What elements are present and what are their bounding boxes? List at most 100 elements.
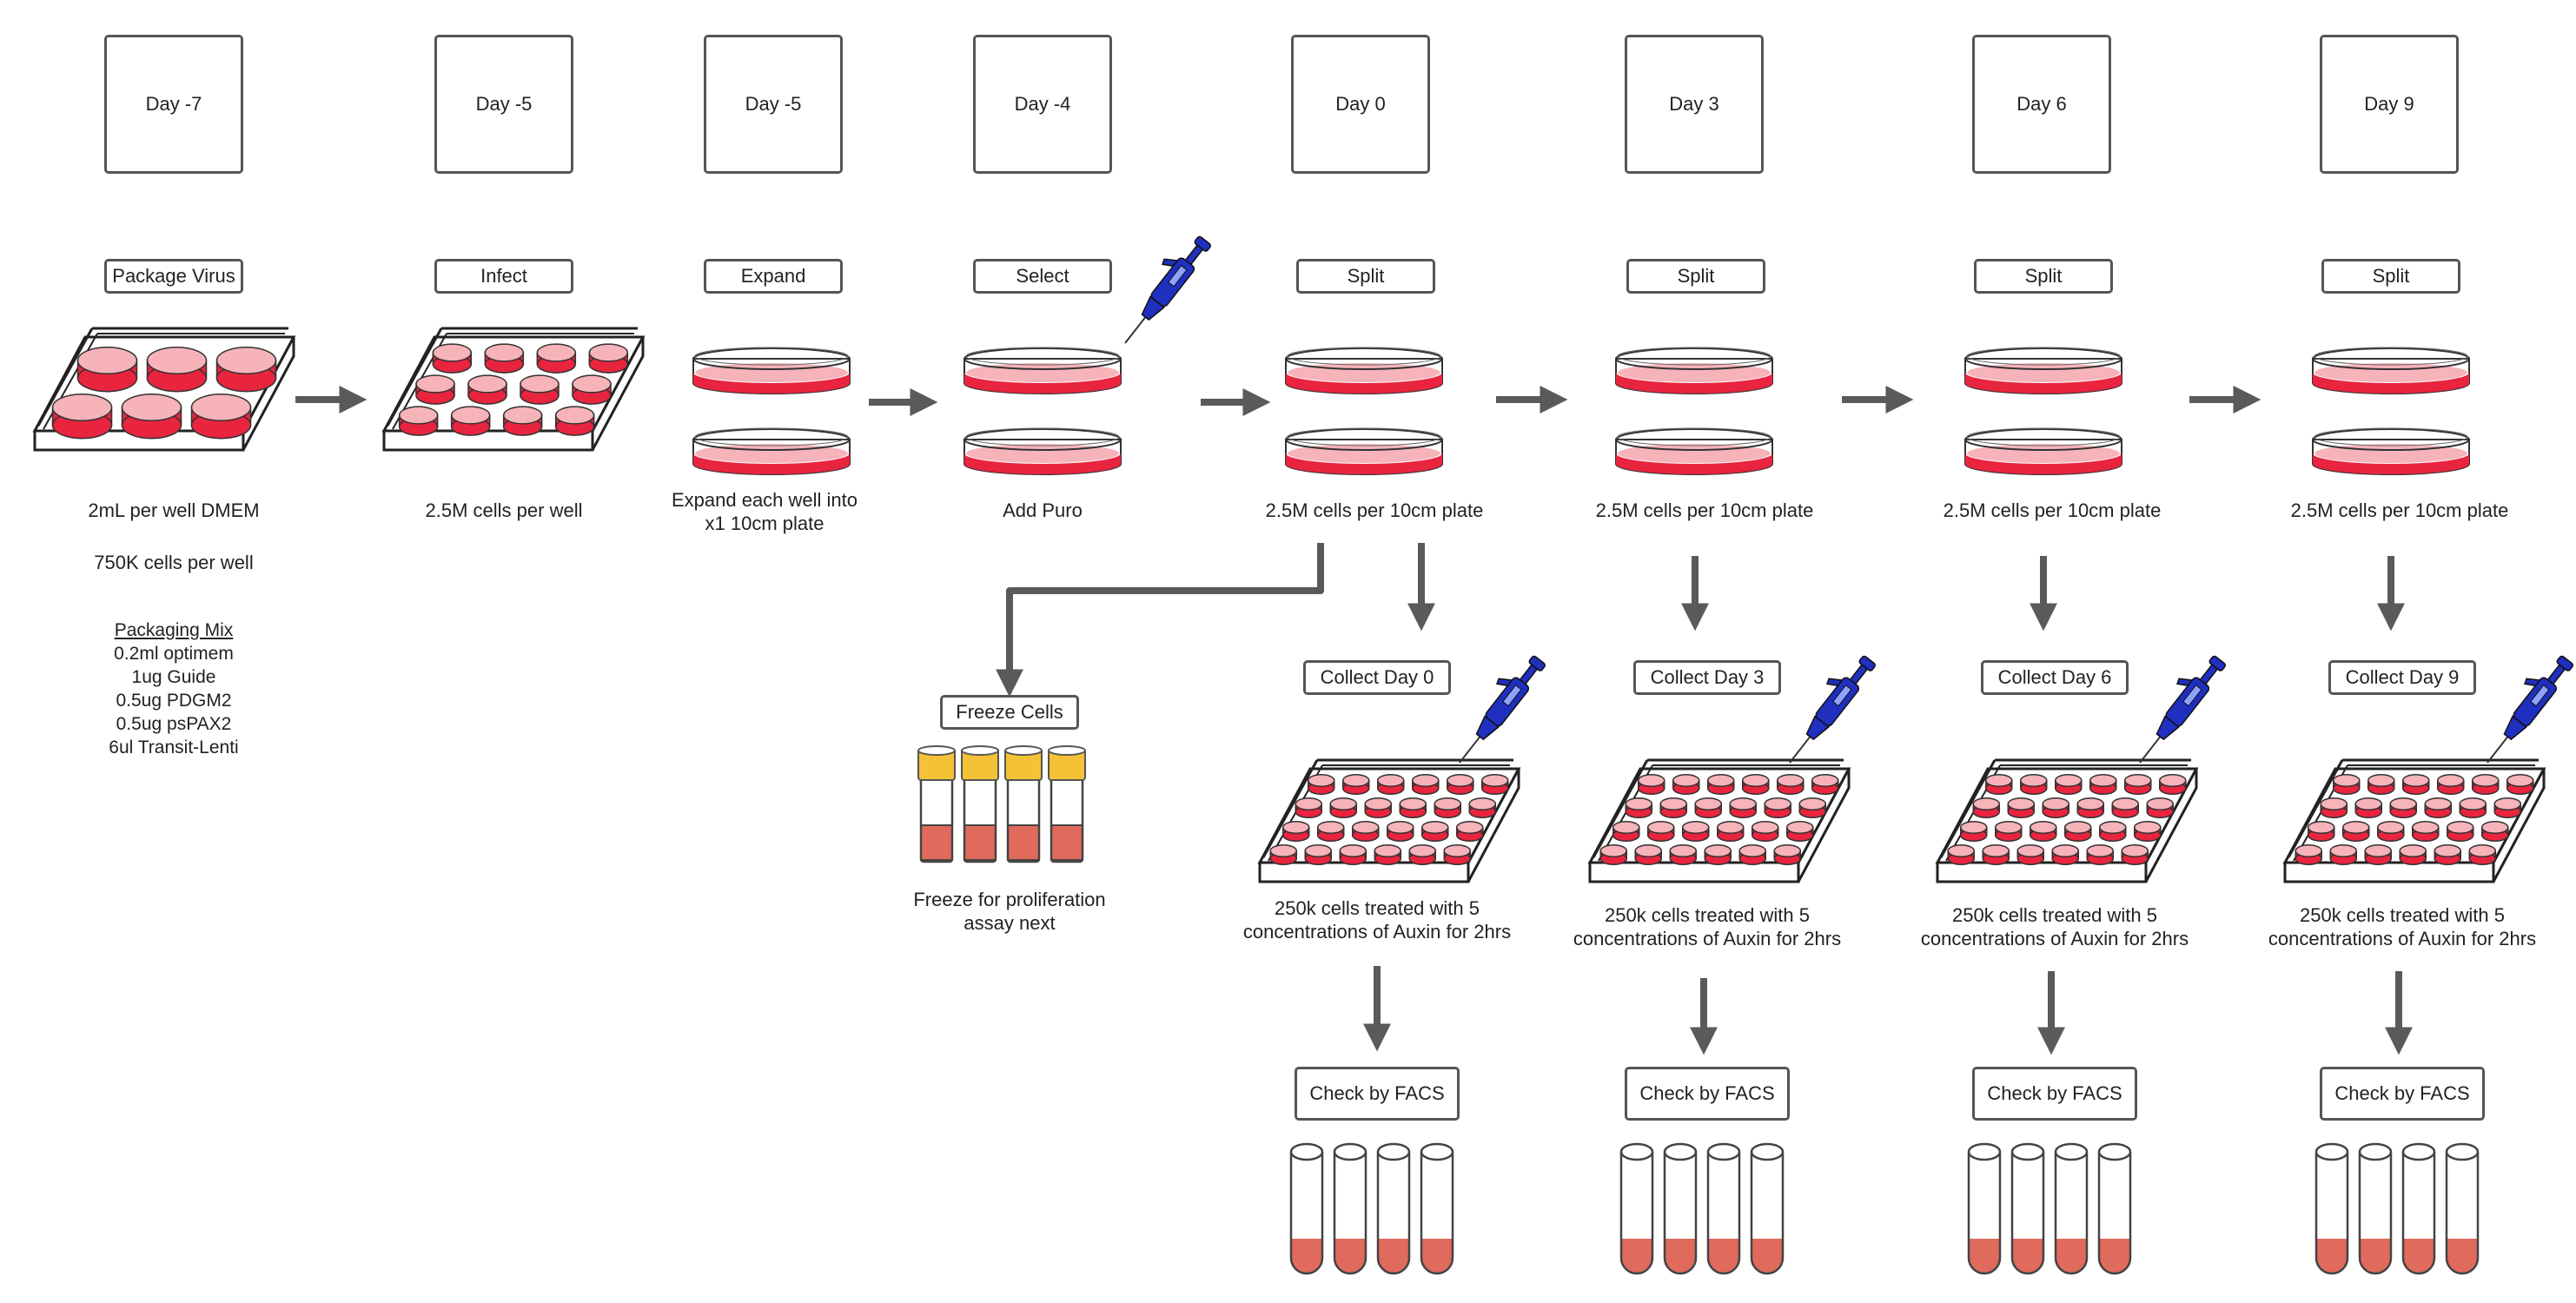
step-box: Split xyxy=(1974,259,2113,294)
expand-desc-line1: Expand each well into xyxy=(671,489,858,511)
day-box: Day 6 xyxy=(1972,35,2111,174)
packaging-mix-item: 1ug Guide xyxy=(131,667,216,687)
pipette-icon xyxy=(1459,655,1546,764)
collect-label: Collect Day 3 xyxy=(1650,666,1765,688)
cryo-vial xyxy=(961,745,999,863)
petri-dish xyxy=(1615,347,1773,394)
facs-tube xyxy=(2010,1142,2045,1275)
facs-tube xyxy=(1333,1142,1367,1275)
treatment-desc-line2: concentrations of Auxin for 2hrs xyxy=(2268,928,2537,949)
facs-tube xyxy=(1750,1142,1785,1275)
day-box: Day -7 xyxy=(104,35,243,174)
facs-label: Check by FACS xyxy=(2334,1082,2470,1104)
facs-tube xyxy=(2314,1142,2349,1275)
step-box: Split xyxy=(1626,259,1765,294)
split-desc: 2.5M cells per 10cm plate xyxy=(2290,499,2509,521)
facs-tube xyxy=(1376,1142,1411,1275)
collect-label: Collect Day 0 xyxy=(1320,666,1434,688)
treatment-desc-line1: 250k cells treated with 5 xyxy=(1951,904,2158,926)
collect-label: Collect Day 9 xyxy=(2345,666,2460,688)
petri-dish xyxy=(1285,347,1443,394)
collect-label: Collect Day 6 xyxy=(1997,666,2112,688)
freeze-cells-box: Freeze Cells xyxy=(940,695,1079,730)
packaging-mix-item: 0.5ug PDGM2 xyxy=(116,691,232,711)
infect-desc: 2.5M cells per well xyxy=(425,499,583,521)
step-label: Select xyxy=(1016,265,1069,287)
petri-dish xyxy=(1964,347,2122,394)
petri-dish xyxy=(692,347,851,394)
pipette-icon xyxy=(2487,655,2573,764)
step-label: Package Virus xyxy=(112,265,235,287)
petri-dish xyxy=(964,347,1122,394)
step-box: Split xyxy=(1296,259,1435,294)
collect-box: Collect Day 0 xyxy=(1303,660,1451,695)
day-label: Day -5 xyxy=(745,93,802,115)
day-label: Day -7 xyxy=(145,93,202,115)
petri-dish xyxy=(2312,347,2470,394)
packaging-mix-item: 0.5ug psPAX2 xyxy=(116,714,232,734)
pipette-icon xyxy=(1789,655,1876,764)
package-desc-cells: 750K cells per well xyxy=(94,552,254,573)
pipettes xyxy=(1124,235,2573,764)
day-box: Day -4 xyxy=(973,35,1112,174)
day-label: Day 9 xyxy=(2364,93,2414,115)
pipette-icon xyxy=(1124,235,1211,344)
facs-box: Check by FACS xyxy=(1972,1067,2137,1121)
freeze-desc-line2: assay next xyxy=(964,912,1056,934)
step-box: Select xyxy=(973,259,1112,294)
day-label: Day 3 xyxy=(1669,93,1719,115)
petri-dish xyxy=(1615,427,1773,475)
package-desc-dmem: 2mL per well DMEM xyxy=(88,499,260,521)
cryo-vial xyxy=(917,745,956,863)
well-plate xyxy=(1935,758,2199,883)
cryo-vial xyxy=(1048,745,1086,863)
facs-tube xyxy=(1619,1142,1654,1275)
treatment-desc-line2: concentrations of Auxin for 2hrs xyxy=(1920,928,2189,949)
facs-tube xyxy=(1289,1142,1324,1275)
treatment-desc-line2: concentrations of Auxin for 2hrs xyxy=(1242,921,1512,943)
well-plate xyxy=(32,327,296,452)
pipette-icon xyxy=(2139,655,2226,764)
arrows xyxy=(295,386,2413,1055)
step-box: Package Virus xyxy=(104,259,243,294)
well-plate xyxy=(381,327,646,452)
step-label: Split xyxy=(1347,265,1385,287)
packaging-mix-item: 6ul Transit-Lenti xyxy=(109,737,239,757)
treatment-desc-line2: concentrations of Auxin for 2hrs xyxy=(1573,928,1842,949)
petri-dish xyxy=(2312,427,2470,475)
day-box: Day 9 xyxy=(2320,35,2459,174)
facs-box: Check by FACS xyxy=(2320,1067,2485,1121)
tubes xyxy=(917,745,2480,1275)
facs-tube xyxy=(1663,1142,1698,1275)
freeze-label: Freeze Cells xyxy=(956,701,1063,723)
facs-tube xyxy=(2097,1142,2132,1275)
petri-dish xyxy=(1964,427,2122,475)
well-plates xyxy=(32,327,2546,883)
facs-box: Check by FACS xyxy=(1625,1067,1790,1121)
day-label: Day -4 xyxy=(1014,93,1071,115)
petri-dish xyxy=(1285,427,1443,475)
day-box: Day -5 xyxy=(434,35,573,174)
day-label: Day -5 xyxy=(475,93,533,115)
collect-box: Collect Day 9 xyxy=(2328,660,2476,695)
day-label: Day 0 xyxy=(1335,93,1386,115)
facs-label: Check by FACS xyxy=(1987,1082,2122,1104)
packaging-mix-heading: Packaging Mix xyxy=(114,620,234,640)
facs-label: Check by FACS xyxy=(1309,1082,1445,1104)
collect-box: Collect Day 3 xyxy=(1633,660,1781,695)
select-desc: Add Puro xyxy=(1003,499,1083,521)
well-plate xyxy=(1257,758,1521,883)
treatment-desc-line1: 250k cells treated with 5 xyxy=(1274,897,1480,919)
step-box: Split xyxy=(2321,259,2460,294)
facs-tube xyxy=(2054,1142,2089,1275)
split-desc: 2.5M cells per 10cm plate xyxy=(1265,499,1484,521)
well-plate xyxy=(2282,758,2546,883)
step-label: Split xyxy=(1677,265,1715,287)
day-box: Day 3 xyxy=(1625,35,1764,174)
facs-tube xyxy=(1420,1142,1454,1275)
day-box: Day 0 xyxy=(1291,35,1430,174)
expand-desc-line2: x1 10cm plate xyxy=(705,513,824,534)
facs-label: Check by FACS xyxy=(1639,1082,1775,1104)
